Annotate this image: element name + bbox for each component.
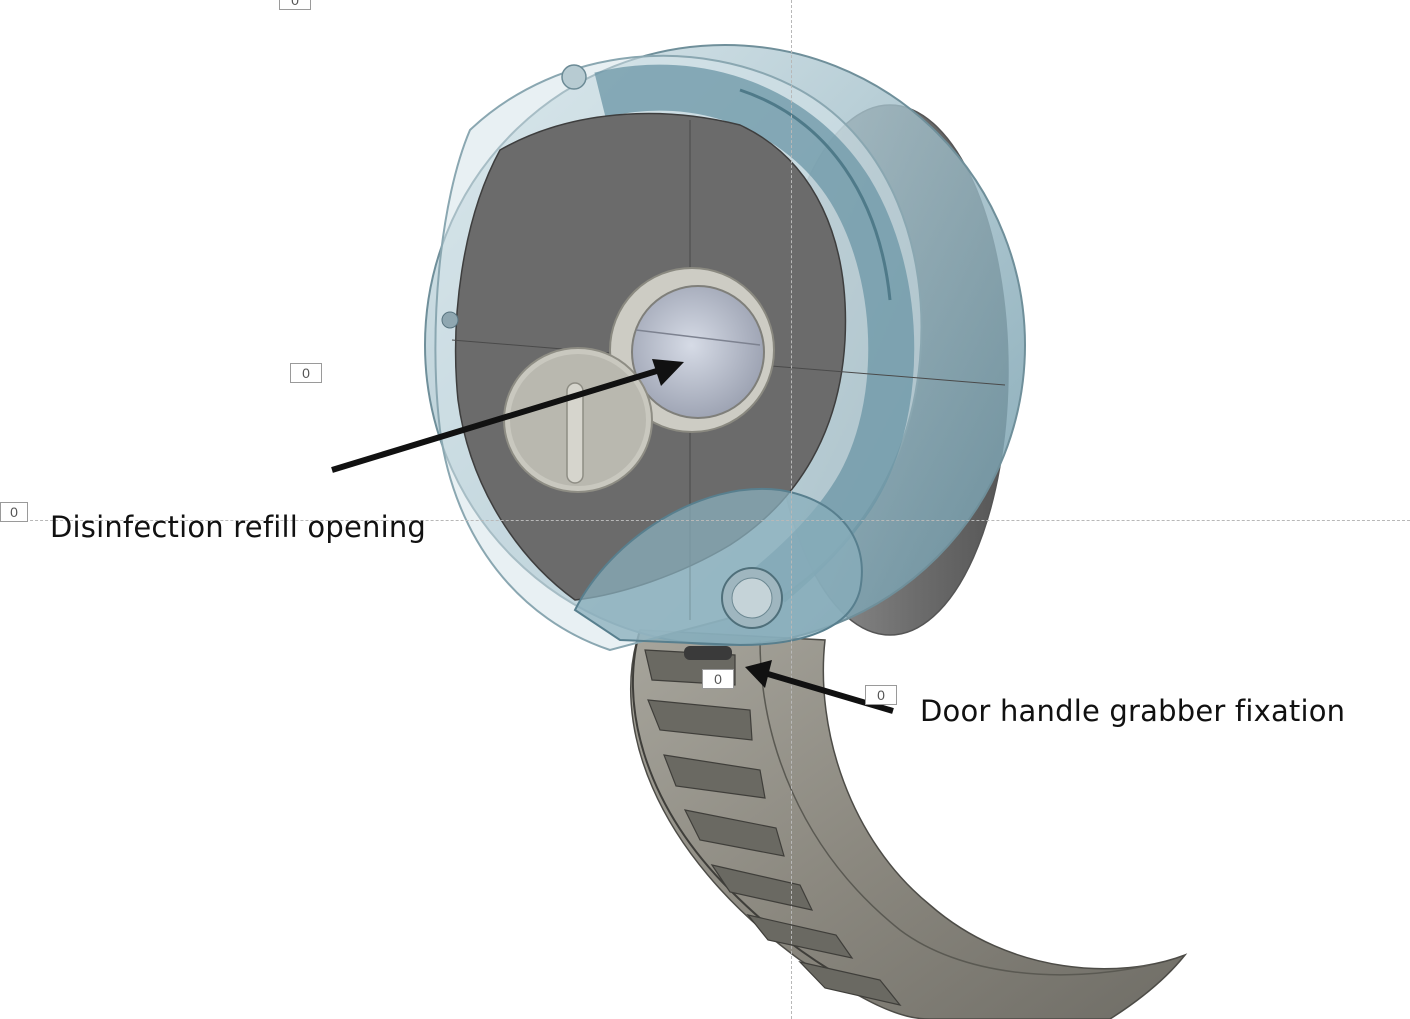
marker-box-edge: 0 — [0, 502, 28, 522]
fixation-slot — [684, 646, 732, 660]
arrow-refill-opening — [331, 359, 684, 473]
hinge-block — [573, 487, 863, 647]
marker-box-slot: 0 — [702, 669, 734, 689]
vertical-guide-line — [791, 0, 792, 1019]
marker-box-right: 0 — [865, 685, 897, 705]
marker-box-top: 0 — [279, 0, 311, 10]
refill-opening — [609, 267, 775, 433]
label-refill-opening: Disinfection refill opening — [50, 510, 427, 544]
label-grabber-fixation: Door handle grabber fixation — [920, 694, 1346, 728]
horizontal-guide-line — [0, 520, 1410, 521]
marker-box-left: 0 — [290, 363, 322, 383]
